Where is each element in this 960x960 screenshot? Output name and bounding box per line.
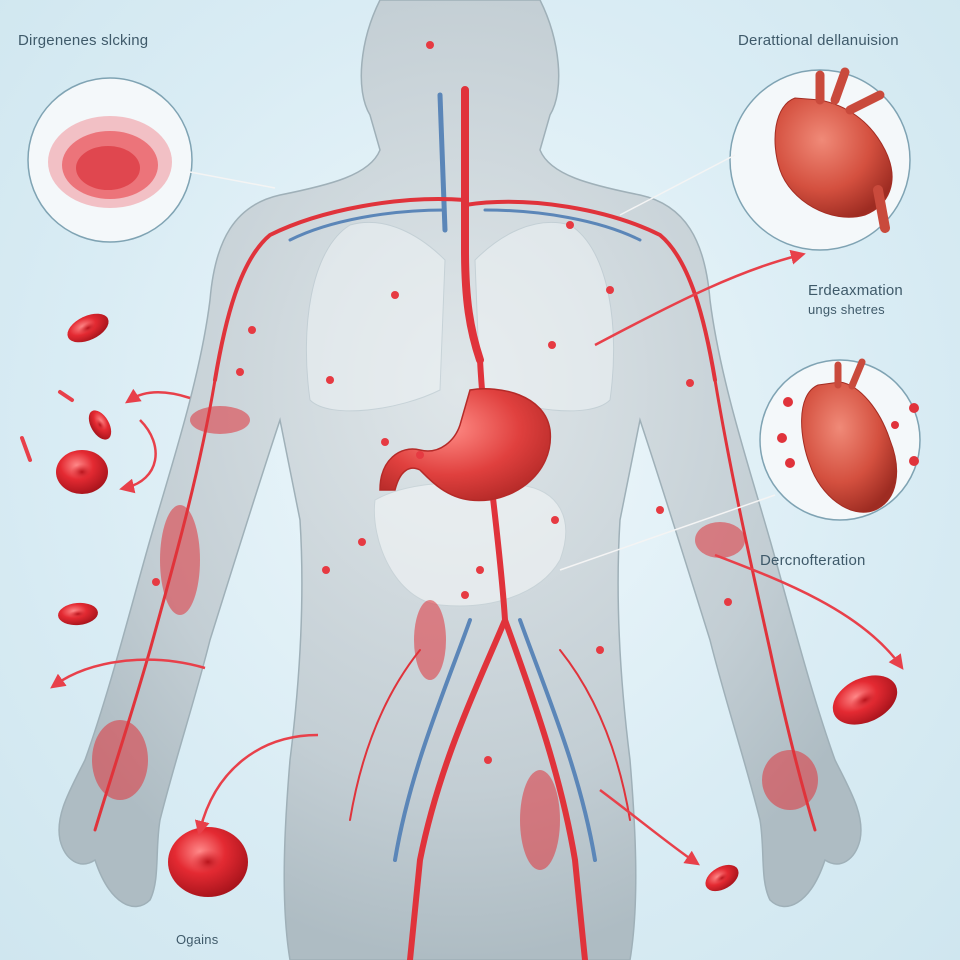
arrow-forearm-right <box>714 553 904 670</box>
arrow-to-lower-cell <box>599 789 700 866</box>
blood-cell-7 <box>705 864 739 892</box>
arrow-curve-left <box>119 419 157 494</box>
flow-arrows <box>50 249 904 866</box>
connector-line-1 <box>189 171 276 189</box>
heart-inset-middle <box>759 358 921 521</box>
blood-cell-4 <box>58 602 98 626</box>
arrow-to-right-inset <box>594 249 806 347</box>
cell-cluster-inset <box>27 77 193 243</box>
arrow-to-organs <box>194 733 319 836</box>
lungs <box>305 221 615 412</box>
connector-line-3 <box>559 494 776 571</box>
arm-speckles <box>92 406 818 870</box>
blood-cell-2 <box>88 410 112 440</box>
blood-cell-1 <box>67 313 109 343</box>
label-top-right: Derattional dellanuision <box>738 32 899 49</box>
label-bottom-left: Ogains <box>176 932 219 947</box>
blood-cell-5 <box>832 675 898 725</box>
stomach <box>379 388 551 502</box>
heart-inset-top <box>729 67 911 251</box>
dash-mark-left <box>20 390 74 462</box>
scattered-blood-dots <box>152 41 732 764</box>
label-right-middle-2: ungs shetres <box>808 302 885 317</box>
label-right-middle-1: Erdeaxmation <box>808 282 903 299</box>
connector-line-2 <box>619 154 736 216</box>
arrow-to-left-cell <box>125 388 191 404</box>
label-right-lower: Dercnofteration <box>760 552 866 569</box>
label-top-left: Dirgenenes slcking <box>18 32 149 49</box>
red-blood-cells <box>56 313 898 897</box>
arrow-arm-left <box>50 658 206 689</box>
blood-cell-6 <box>168 827 248 897</box>
blood-cell-3 <box>56 450 108 494</box>
